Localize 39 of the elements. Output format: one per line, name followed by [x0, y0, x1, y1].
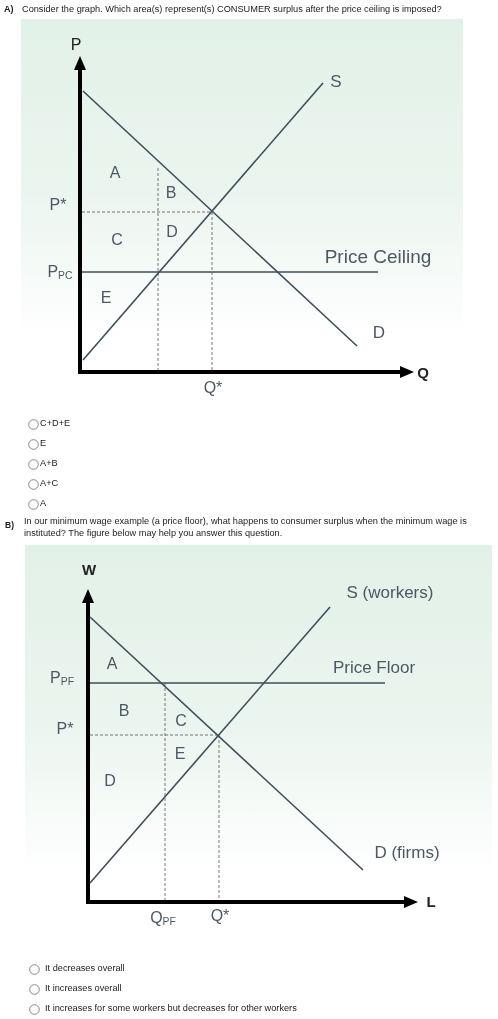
answer-option: A+C	[40, 477, 59, 489]
area-label: C	[175, 711, 187, 731]
area-label: E	[100, 288, 112, 308]
axis-label: W	[81, 561, 97, 579]
answer-option: It increases for some workers but decreases for other workers	[45, 1002, 297, 1014]
price-label: P$_{PC}$	[47, 262, 73, 282]
question-text: Consider the graph. Which area(s) represent(s) CONSUMER surplus after the price ceiling is imposed?	[22, 4, 442, 15]
area-label: E	[174, 744, 186, 764]
question-number: B)	[5, 521, 14, 531]
price-label: P*	[56, 719, 74, 739]
answer-option: E	[40, 437, 47, 449]
curve-label: D	[372, 323, 386, 343]
area-label: C	[111, 230, 123, 250]
curve-label: D (firms)	[374, 843, 440, 863]
line-label: Price Floor	[332, 658, 416, 678]
line-label: Price Ceiling	[324, 246, 432, 268]
area-label: B	[165, 183, 177, 203]
question-number: A)	[4, 4, 14, 15]
area-label: D	[166, 222, 178, 242]
area-label: A	[109, 163, 121, 183]
curve-label: S (workers)	[346, 583, 434, 603]
price-label: P*	[49, 195, 67, 215]
price-label: P$_{PF}$	[50, 668, 74, 688]
curve-label: S	[330, 72, 342, 92]
area-label: D	[104, 771, 116, 791]
area-label: B	[118, 701, 130, 721]
area-label: A	[106, 654, 118, 674]
quantity-label: Q*	[203, 378, 223, 398]
axis-label: L	[426, 893, 436, 911]
answer-option: A	[40, 497, 47, 509]
answer-option: A+B	[40, 457, 58, 469]
quantity-label: Q$_{PF}$	[150, 908, 176, 928]
quantity-label: Q*	[210, 906, 230, 926]
answer-option: It increases overall	[45, 982, 122, 994]
axis-label: Q	[417, 364, 429, 382]
axis-label: P	[70, 35, 82, 55]
answer-option: It decreases overall	[45, 962, 125, 974]
question-text: In our minimum wage example (a price floor), what happens to consumer surplus when the minimum wage is instituted? The figure below may help you answer this question.	[24, 516, 468, 539]
answer-option: C+D+E	[40, 417, 71, 429]
